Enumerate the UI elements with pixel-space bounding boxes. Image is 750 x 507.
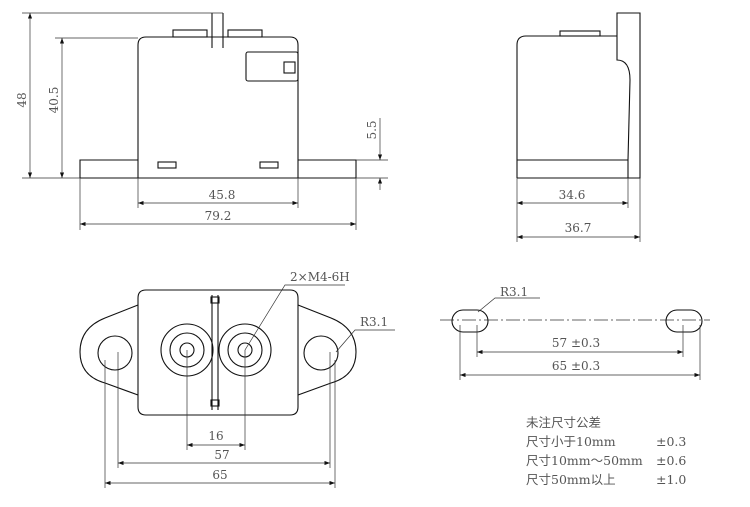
bottom-view: 2×M4-6H R3.1 16 57 65 (79, 270, 395, 488)
dim-height-total: 48 (15, 92, 29, 107)
label-square (283, 61, 296, 74)
dim-overall-width: 65 (212, 468, 227, 482)
left-ear (79, 304, 139, 396)
side-body-outline (516, 12, 641, 179)
note-range: 尺寸50mm以上 (526, 472, 616, 487)
ear-slot-radius: R3.1 (360, 315, 388, 329)
dim-hole-spacing: 57 (214, 448, 229, 462)
profile-slot-radius: R3.1 (500, 285, 528, 299)
front-view: 48 40.5 5.5 45.8 79.2 (15, 12, 388, 230)
dim-flange-width: 79.2 (205, 209, 232, 223)
front-flange (79, 159, 357, 179)
top-terminal-left (172, 29, 208, 38)
note-tolerance: ±0.3 (656, 434, 686, 449)
bottom-body-outline (137, 289, 299, 416)
right-ear (297, 304, 357, 396)
notes-title: 未注尺寸公差 (526, 415, 601, 430)
dim-total-depth: 36.7 (565, 221, 592, 235)
top-tab (211, 13, 224, 48)
dim-terminal-spacing: 16 (208, 429, 223, 443)
note-tolerance: ±0.6 (656, 453, 686, 468)
note-tolerance: ±1.0 (656, 472, 686, 487)
profile-view: R3.1 57 ±0.3 65 ±0.3 (440, 285, 710, 380)
tolerance-notes: 未注尺寸公差 尺寸小于10mm ±0.3 尺寸10mm～50mm ±0.6 尺寸… (526, 415, 686, 487)
dim-body-depth: 34.6 (559, 188, 586, 202)
top-terminal-right (227, 29, 263, 38)
dim-height-body: 40.5 (47, 87, 61, 114)
dim-profile-hole-spacing: 57 ±0.3 (552, 336, 600, 350)
dim-profile-overall-width: 65 ±0.3 (552, 359, 600, 373)
note-range: 尺寸小于10mm (526, 434, 616, 449)
side-view: 34.6 36.7 (516, 12, 641, 242)
dim-body-width: 45.8 (209, 188, 236, 202)
thread-label: 2×M4-6H (290, 270, 350, 284)
label-box (245, 51, 299, 82)
dim-flange-thickness: 5.5 (365, 120, 379, 139)
front-body-outline (137, 36, 299, 178)
note-range: 尺寸10mm～50mm (526, 453, 643, 468)
